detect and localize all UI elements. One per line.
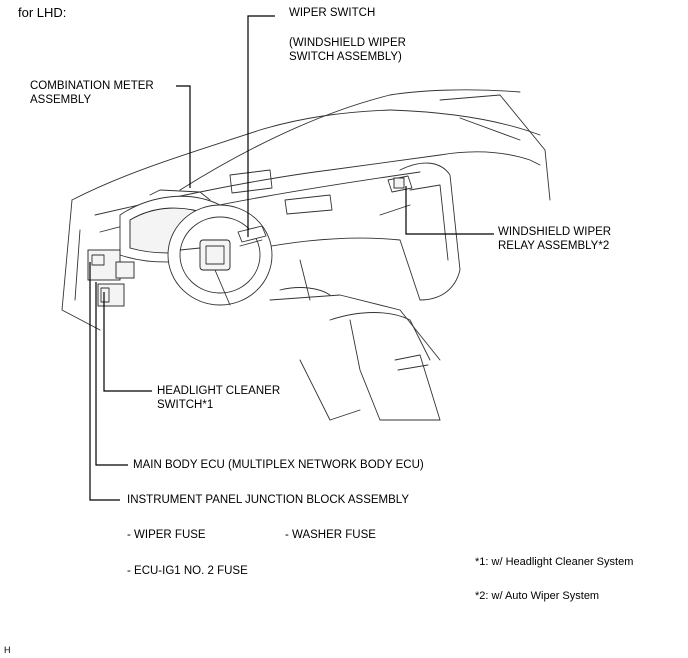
wiper-relay-label-1: WINDSHIELD WIPER xyxy=(498,226,612,238)
combination-meter-label-1: COMBINATION METER xyxy=(30,80,154,92)
wiper-switch-sub-label-2: SWITCH ASSEMBLY) xyxy=(289,51,402,63)
wiper-switch-label: WIPER SWITCH xyxy=(289,7,376,19)
headlight-cleaner-label-1: HEADLIGHT CLEANER xyxy=(157,385,281,397)
washer-fuse-label: - WASHER FUSE xyxy=(285,529,376,541)
ecu-ig1-fuse-label: - ECU-IG1 NO. 2 FUSE xyxy=(127,565,248,577)
wiper-relay-label-2: RELAY ASSEMBLY*2 xyxy=(498,240,610,252)
corner-mark: H xyxy=(4,645,11,655)
footnote-2: *2: w/ Auto Wiper System xyxy=(475,590,600,602)
footnote-1: *1: w/ Headlight Cleaner System xyxy=(475,556,634,568)
main-body-ecu-label: MAIN BODY ECU (MULTIPLEX NETWORK BODY EC… xyxy=(133,459,424,471)
wiper-fuse-label: - WIPER FUSE xyxy=(127,529,206,541)
headlight-cleaner-label-2: SWITCH*1 xyxy=(157,399,214,411)
combination-meter-label-2: ASSEMBLY xyxy=(30,94,92,106)
wiper-switch-sub-label-1: (WINDSHIELD WIPER xyxy=(289,37,406,49)
variant-label: for LHD: xyxy=(18,5,67,20)
junction-block-label: INSTRUMENT PANEL JUNCTION BLOCK ASSEMBLY xyxy=(127,494,410,506)
